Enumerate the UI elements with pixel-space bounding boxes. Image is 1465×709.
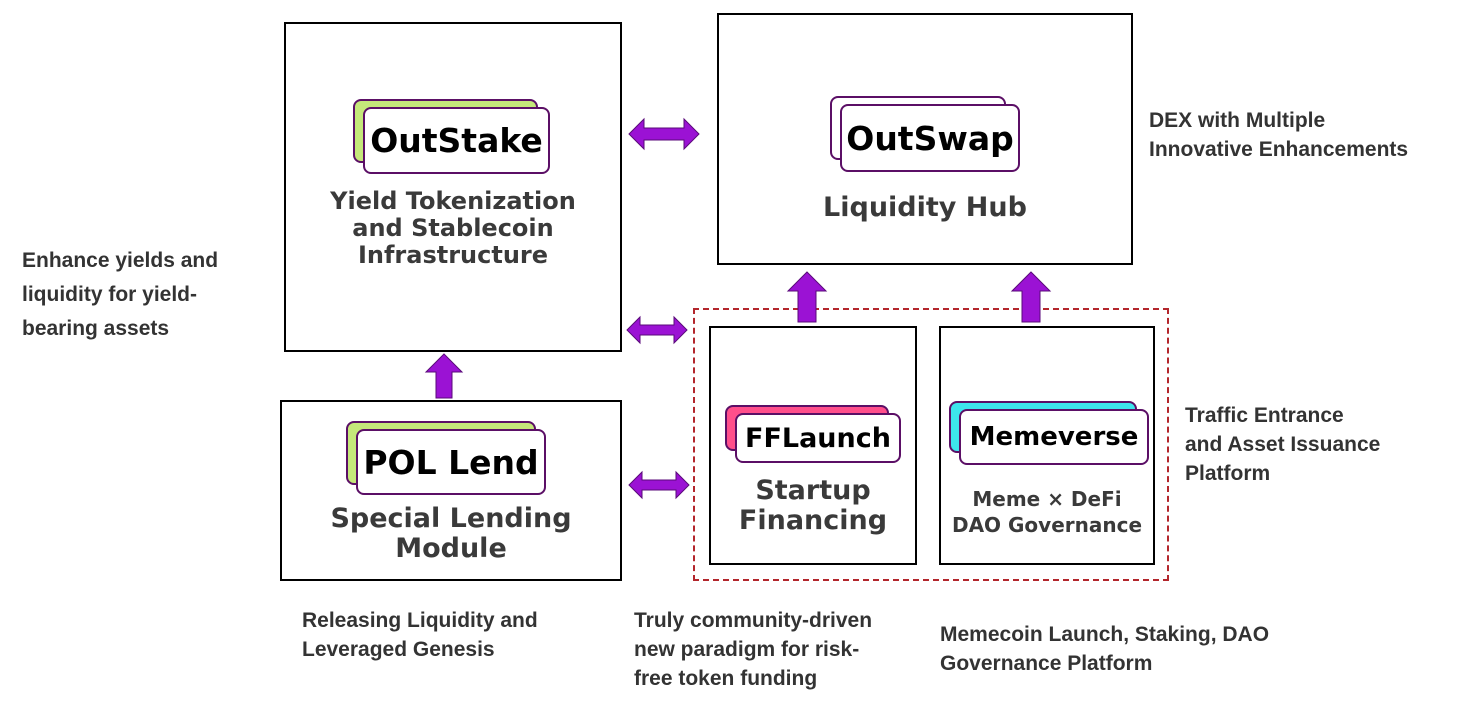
outswap-description: Liquidity Hub [719, 192, 1131, 223]
pollend-badge: POL Lend [346, 421, 548, 497]
outstake-outswap-bidirectional-arrow [628, 117, 700, 151]
traffic-note: Traffic Entrance and Asset Issuance Plat… [1185, 401, 1455, 488]
outstake-description: Yield Tokenization and Stablecoin Infras… [286, 188, 620, 269]
outstake-badge-label: OutStake [363, 107, 550, 174]
pollend-badge-label: POL Lend [356, 429, 546, 495]
memeverse-badge-label: Memeverse [959, 409, 1149, 465]
pollend-note: Releasing Liquidity and Leveraged Genesi… [302, 606, 602, 664]
memeverse-badge: Memeverse [949, 401, 1149, 465]
outstake-note-line-3: bearing assets [22, 317, 170, 340]
outswap-note: DEX with Multiple Innovative Enhancement… [1149, 106, 1459, 164]
outswap-description-line-1: Liquidity Hub [823, 192, 1027, 223]
launch-platform-group [693, 308, 1169, 581]
outswap-badge: OutSwap [830, 96, 1020, 172]
memeverse-description-line-2: DAO Governance [951, 513, 1143, 537]
outstake-note-line-1: Enhance yields and [22, 249, 219, 272]
pollend-description-line-2: Module [395, 533, 507, 565]
traffic-note-line-3: Platform [1185, 462, 1271, 485]
outswap-node: OutSwap Liquidity Hub [717, 13, 1133, 265]
memeverse-note: Memecoin Launch, Staking, DAO Governance… [940, 620, 1340, 678]
pollend-description: Special Lending Module [282, 503, 620, 565]
outstake-node: OutStake Yield Tokenization and Stableco… [284, 22, 622, 352]
outswap-note-line-2: Innovative Enhancements [1149, 138, 1409, 161]
outswap-badge-label: OutSwap [840, 104, 1020, 172]
outstake-badge: OutStake [353, 99, 550, 174]
traffic-note-line-1: Traffic Entrance [1185, 404, 1344, 427]
pollend-note-line-1: Releasing Liquidity and [302, 609, 538, 632]
memeverse-note-line-1: Memecoin Launch, Staking, DAO [940, 623, 1270, 646]
memeverse-description: Meme × DeFi DAO Governance [941, 486, 1153, 538]
fflaunch-description-line-2: Financing [738, 505, 888, 537]
outstake-description-line-1: Yield Tokenization [330, 187, 576, 215]
memeverse-node: Memeverse Meme × DeFi DAO Governance [939, 326, 1155, 565]
traffic-note-line-2: and Asset Issuance [1185, 433, 1381, 456]
outstake-description-line-3: Infrastructure [357, 240, 549, 269]
fflaunch-note-line-1: Truly community-driven [634, 609, 873, 632]
memeverse-note-line-2: Governance Platform [940, 652, 1153, 675]
fflaunch-badge-label: FFLaunch [735, 413, 901, 463]
fflaunch-note-line-3: free token funding [634, 667, 818, 690]
outstake-launch-bidirectional-arrow [626, 315, 688, 345]
fflaunch-note: Truly community-driven new paradigm for … [634, 606, 924, 693]
pollend-to-outstake-up-arrow [424, 353, 464, 399]
pollend-description-line-1: Special Lending [330, 503, 572, 534]
pollend-node: POL Lend Special Lending Module [280, 400, 622, 581]
fflaunch-description-line-1: Startup [755, 475, 871, 506]
memeverse-description-line-1: Meme × DeFi [972, 487, 1122, 511]
outswap-note-line-1: DEX with Multiple [1149, 109, 1326, 132]
fflaunch-note-line-2: new paradigm for risk- [634, 638, 860, 661]
fflaunch-node: FFLaunch Startup Financing [709, 326, 917, 565]
pollend-launch-bidirectional-arrow [628, 470, 690, 500]
outstake-note: Enhance yields and liquidity for yield- … [22, 244, 272, 346]
fflaunch-to-outswap-up-arrow [786, 271, 828, 323]
memeverse-to-outswap-up-arrow [1010, 271, 1052, 323]
fflaunch-badge: FFLaunch [725, 405, 901, 463]
outstake-description-line-2: and Stablecoin [352, 213, 554, 242]
fflaunch-description: Startup Financing [711, 475, 915, 537]
pollend-note-line-2: Leveraged Genesis [302, 638, 495, 661]
outstake-note-line-2: liquidity for yield- [22, 283, 198, 306]
